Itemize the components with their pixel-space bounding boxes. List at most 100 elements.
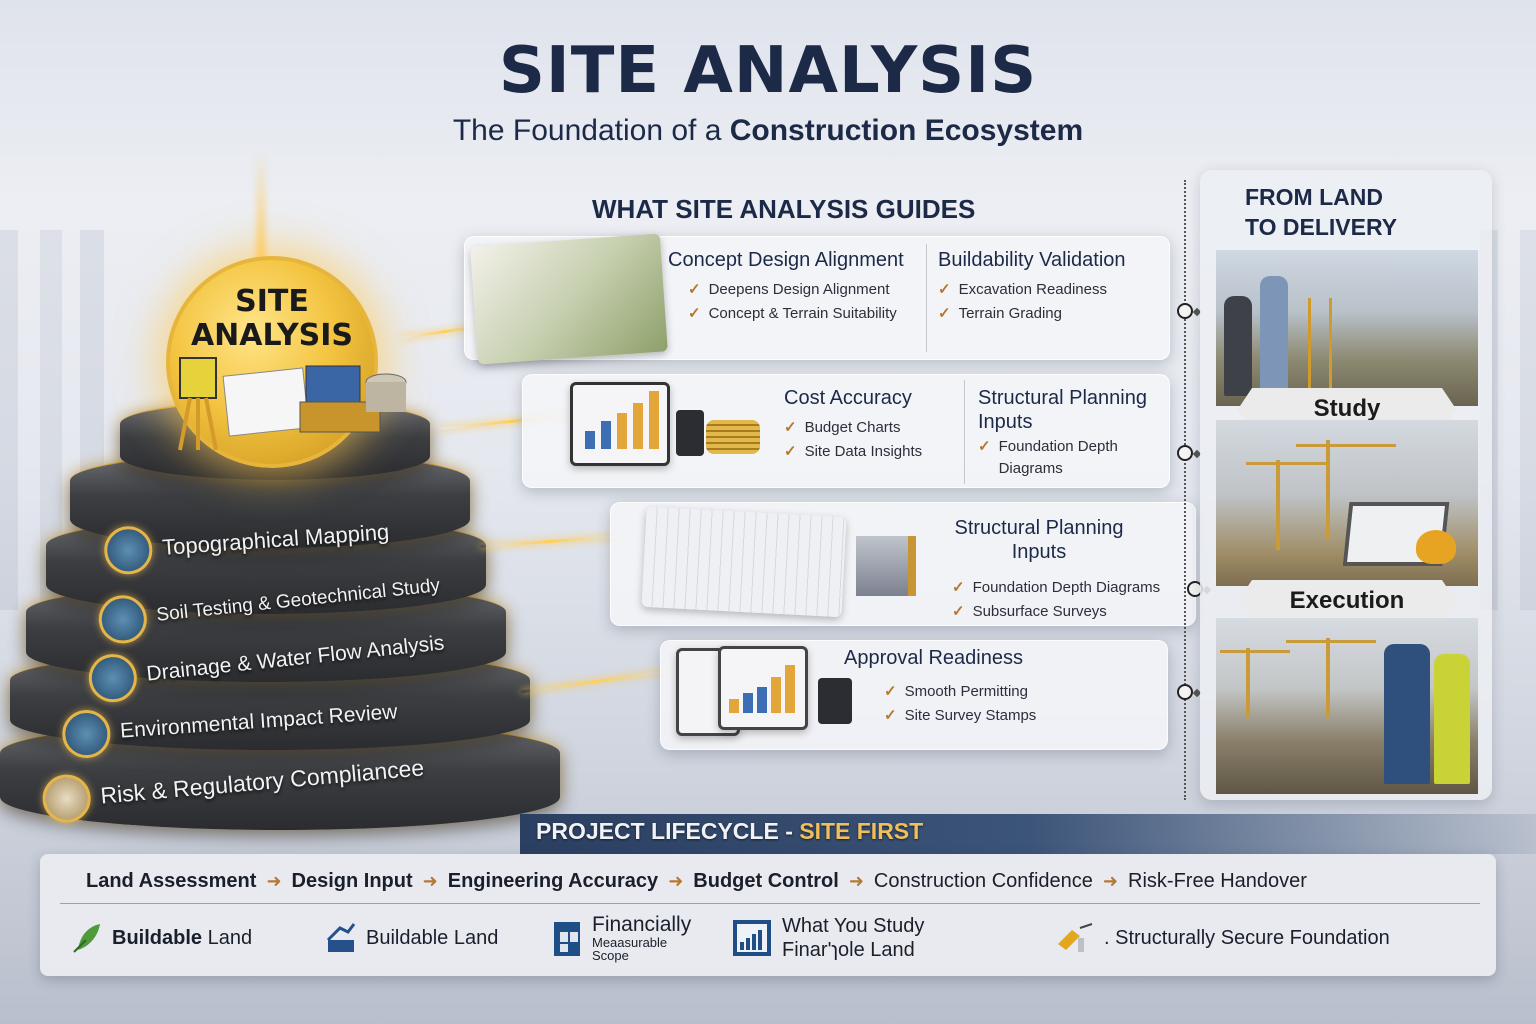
medallion-title-line1: SITE	[235, 284, 309, 319]
benefit-label: Buildable Land	[366, 926, 499, 949]
benefit-label-bold: Buildable	[112, 926, 203, 949]
arrow-right-icon: ➜	[1102, 871, 1119, 891]
lifecycle-title-plain: PROJECT LIFECYCLE -	[536, 818, 800, 844]
buildability-column: Buildability Validation ✓ Excavation Read…	[938, 248, 1126, 326]
check-icon: ✓	[884, 683, 897, 700]
map-icon	[102, 524, 154, 576]
check-item: ✓Budget Charts	[784, 416, 922, 440]
arrow-right-icon: ➜	[422, 871, 438, 891]
page-subtitle: The Foundation of a Construction Ecosyst…	[0, 114, 1536, 148]
column-title-line2: Inputs	[978, 411, 1033, 433]
survey-tools-illustration	[178, 357, 407, 451]
check-item: ✓ Excavation Readiness	[938, 278, 1126, 302]
check-icon: ✓	[952, 579, 965, 596]
crane-arm	[1296, 444, 1396, 447]
journey-title-line2: TO DELIVERY	[1245, 214, 1398, 240]
flow-step: Land Assessment	[86, 870, 257, 892]
check-item: ✓Terrain Grading	[938, 302, 1126, 326]
crane-arm	[1220, 650, 1290, 653]
water-icon	[86, 651, 140, 705]
hard-hat-icon	[1416, 530, 1456, 564]
flow-divider	[60, 903, 1480, 904]
report-chart-icon	[733, 920, 771, 956]
check-item-label: Foundation Depth Diagrams	[972, 579, 1161, 596]
check-item: ✓Site Survey Stamps	[884, 704, 1036, 728]
compliance-icon	[40, 772, 93, 825]
concept-design-column: Concept Design Alignment ✓ Deepens Design…	[668, 248, 904, 326]
surveyor-figure	[1260, 276, 1288, 396]
planning-photo	[1216, 420, 1478, 586]
structural-planning-column: Structural Planning Inputs ✓Foundation D…	[978, 386, 1147, 480]
column-title: Buildability Validation	[938, 249, 1126, 271]
benefit-label-line1: Financially	[592, 913, 692, 936]
flow-step: Engineering Accuracy	[447, 870, 659, 892]
benefit-label-line1: What You Study	[782, 915, 925, 937]
benefit-label: Financially Meaasurable Scope	[592, 913, 692, 963]
check-item: ✓ Foundation Depth Diagrams	[952, 576, 1160, 600]
structural-planning-column-2: Structural Planning Inputs	[924, 516, 1154, 564]
benefit-what-you-study: What You Study Finar'ɿole Land	[732, 914, 924, 962]
timeline-node	[1177, 303, 1193, 319]
column-title-line1: Structural Planning	[978, 387, 1147, 409]
subtitle-bold: Construction Ecosystem	[729, 114, 1084, 147]
check-icon: ✓	[978, 438, 991, 455]
check-icon: ✓	[784, 419, 797, 436]
blueprint-illustration	[641, 506, 847, 618]
approval-chart-illustration	[718, 646, 808, 730]
lifecycle-title: PROJECT LIFECYCLE - SITE FIRST	[536, 818, 923, 845]
check-icon: ✓	[952, 603, 965, 620]
medallion-title: SITE ANALYSIS	[166, 285, 378, 353]
check-item-label: Excavation Readiness	[958, 281, 1107, 298]
crane-icon	[1276, 460, 1280, 550]
check-item-label: Site Survey Stamps	[904, 707, 1037, 724]
worker-figure	[1434, 654, 1470, 784]
journey-title-line1: FROM LAND	[1245, 184, 1383, 210]
journey-title: FROM LAND TO DELIVERY	[1245, 182, 1397, 242]
leaf-icon	[73, 924, 100, 953]
check-icon: ✓	[688, 281, 701, 298]
column-divider	[964, 380, 965, 484]
soil-icon	[96, 593, 150, 646]
arrow-right-icon: ➜	[266, 871, 282, 891]
site-plan-illustration	[470, 233, 668, 365]
calculator-icon	[676, 410, 704, 456]
check-item-label: Site Data Insights	[804, 443, 923, 460]
column-title: Concept Design Alignment	[668, 249, 904, 271]
arrow-right-icon: ➜	[668, 871, 684, 891]
benefit-structurally-secure-foundation: . Structurally Secure Foundation	[1054, 922, 1390, 954]
check-item-label-line2: Diagrams	[998, 460, 1063, 477]
lifecycle-title-accent: SITE FIRST	[799, 818, 924, 844]
column-title: Cost Accuracy	[784, 387, 912, 409]
cost-accuracy-column: Cost Accuracy ✓Budget Charts ✓ Site Data …	[784, 386, 922, 464]
crane-icon	[1246, 648, 1250, 718]
column-title-line1: Structural Planning	[954, 517, 1124, 539]
check-item-label: Deepens Design Alignment	[708, 281, 890, 298]
arrow-right-icon: ➜	[848, 871, 864, 891]
check-icon: ✓	[688, 305, 701, 322]
flow-step: Construction Confidence	[873, 870, 1093, 892]
medallion-title-line2: ANALYSIS	[190, 318, 354, 353]
blueprint-icon	[554, 922, 580, 956]
check-icon: ✓	[784, 443, 797, 460]
tier-label: Topographical Mapping	[161, 519, 390, 560]
check-icon: ✓	[938, 305, 951, 322]
foundation-model-icon	[856, 536, 916, 596]
check-item-label: Subsurface Surveys	[972, 603, 1107, 620]
tools-icon	[1058, 923, 1093, 952]
crane-arm	[1286, 640, 1376, 643]
lifecycle-flow: Land Assessment ➜ Design Input ➜ Enginee…	[86, 870, 1307, 893]
approval-readiness-column: Approval Readiness	[844, 646, 1023, 670]
lifecycle-band	[520, 814, 1536, 854]
check-icon: ✓	[938, 281, 951, 298]
benefit-label: . Structurally Secure Foundation	[1104, 926, 1390, 949]
benefit-label-plain: Land	[202, 926, 253, 949]
column-title-line2: Inputs	[1011, 541, 1067, 563]
check-item: ✓ Site Data Insights	[784, 440, 922, 464]
flow-step: Risk-Free Handover	[1128, 870, 1307, 892]
check-item: ✓ Subsurface Surveys	[952, 600, 1160, 624]
stage-execution: Execution	[1238, 580, 1456, 622]
timeline-node	[1177, 684, 1193, 700]
benefit-label-line2: Meaasurable	[592, 935, 668, 950]
benefit-buildable-land-2: Buildable Land	[326, 922, 498, 954]
approval-list: ✓Smooth Permitting ✓Site Survey Stamps	[884, 680, 1036, 728]
